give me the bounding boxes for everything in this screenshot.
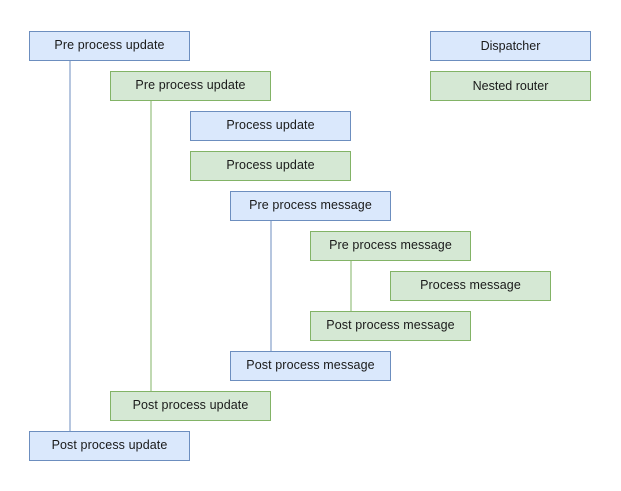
diagram-node[interactable]: Process message — [390, 271, 551, 301]
diagram-node-label: Post process message — [246, 358, 375, 373]
diagram-node-label: Process message — [420, 278, 521, 293]
diagram-node-label: Pre process message — [329, 238, 452, 253]
diagram-node[interactable]: Pre process update — [110, 71, 271, 101]
diagram-node-label: Process update — [226, 118, 315, 133]
legend-item-nested-router[interactable]: Nested router — [430, 71, 591, 101]
diagram-node[interactable]: Post process message — [310, 311, 471, 341]
diagram-node[interactable]: Post process message — [230, 351, 391, 381]
diagram-node-label: Process update — [226, 158, 315, 173]
legend-item-dispatcher[interactable]: Dispatcher — [430, 31, 591, 61]
diagram-node[interactable]: Pre process message — [310, 231, 471, 261]
legend-item-label: Nested router — [472, 79, 549, 93]
diagram-node[interactable]: Post process update — [110, 391, 271, 421]
diagram-node[interactable]: Process update — [190, 151, 351, 181]
diagram-node-label: Post process update — [132, 398, 249, 413]
diagram-node-label: Pre process message — [249, 198, 372, 213]
diagram-node[interactable]: Pre process message — [230, 191, 391, 221]
diagram-node[interactable]: Post process update — [29, 431, 190, 461]
legend-item-label: Dispatcher — [480, 39, 541, 53]
diagram-node[interactable]: Pre process update — [29, 31, 190, 61]
diagram-node[interactable]: Process update — [190, 111, 351, 141]
diagram-node-label: Pre process update — [135, 78, 246, 93]
diagram-node-label: Pre process update — [54, 38, 165, 53]
diagram-node-label: Post process update — [51, 438, 168, 453]
diagram-node-label: Post process message — [326, 318, 455, 333]
